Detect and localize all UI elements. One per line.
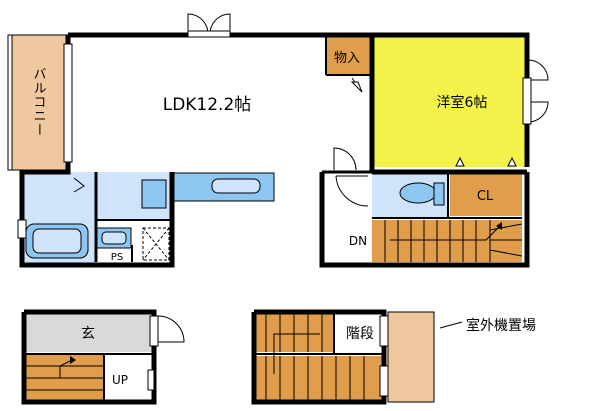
down-label: DN <box>349 234 367 248</box>
kitchen-sink <box>211 178 261 194</box>
western-room <box>372 35 527 167</box>
door-bath <box>73 177 85 193</box>
closet-label: CL <box>477 189 494 204</box>
ldk-label: LDK12.2帖 <box>163 95 252 115</box>
western-room-label: 洋室6帖 <box>437 94 488 111</box>
stair-hall-floor: 階段 室外機置場 <box>251 309 536 405</box>
door-toilet <box>335 175 369 207</box>
storage-label: 物入 <box>334 51 360 66</box>
outdoor-unit-area <box>387 311 435 403</box>
ps-label: PS <box>111 252 123 263</box>
balcony-rail <box>7 34 13 171</box>
fridge-unit <box>141 179 167 209</box>
outdoor-unit-label: 室外機置場 <box>466 317 536 334</box>
main-floor: バルコニー LDK12.2帖 物入 洋室6帖 CL PS DN <box>7 13 549 268</box>
entrance-label: 玄 <box>81 325 95 342</box>
balcony-label: バルコニー <box>31 67 47 137</box>
door-western-right <box>526 59 549 81</box>
stair-treads <box>384 220 523 262</box>
door-entrance <box>157 315 185 343</box>
stairs-main <box>372 220 522 262</box>
stair-hall-stairs-bottom <box>254 356 384 400</box>
up-label: UP <box>112 373 128 387</box>
closet <box>450 172 522 216</box>
stairs-label: 階段 <box>346 326 374 342</box>
balcony <box>7 34 69 171</box>
toilet <box>399 182 437 204</box>
door-ldk-hall <box>333 147 357 171</box>
outdoor-unit-leader <box>439 321 463 329</box>
entrance-hall <box>24 312 154 352</box>
storage-room <box>326 35 370 75</box>
entrance-floor: 玄 UP <box>21 309 185 405</box>
